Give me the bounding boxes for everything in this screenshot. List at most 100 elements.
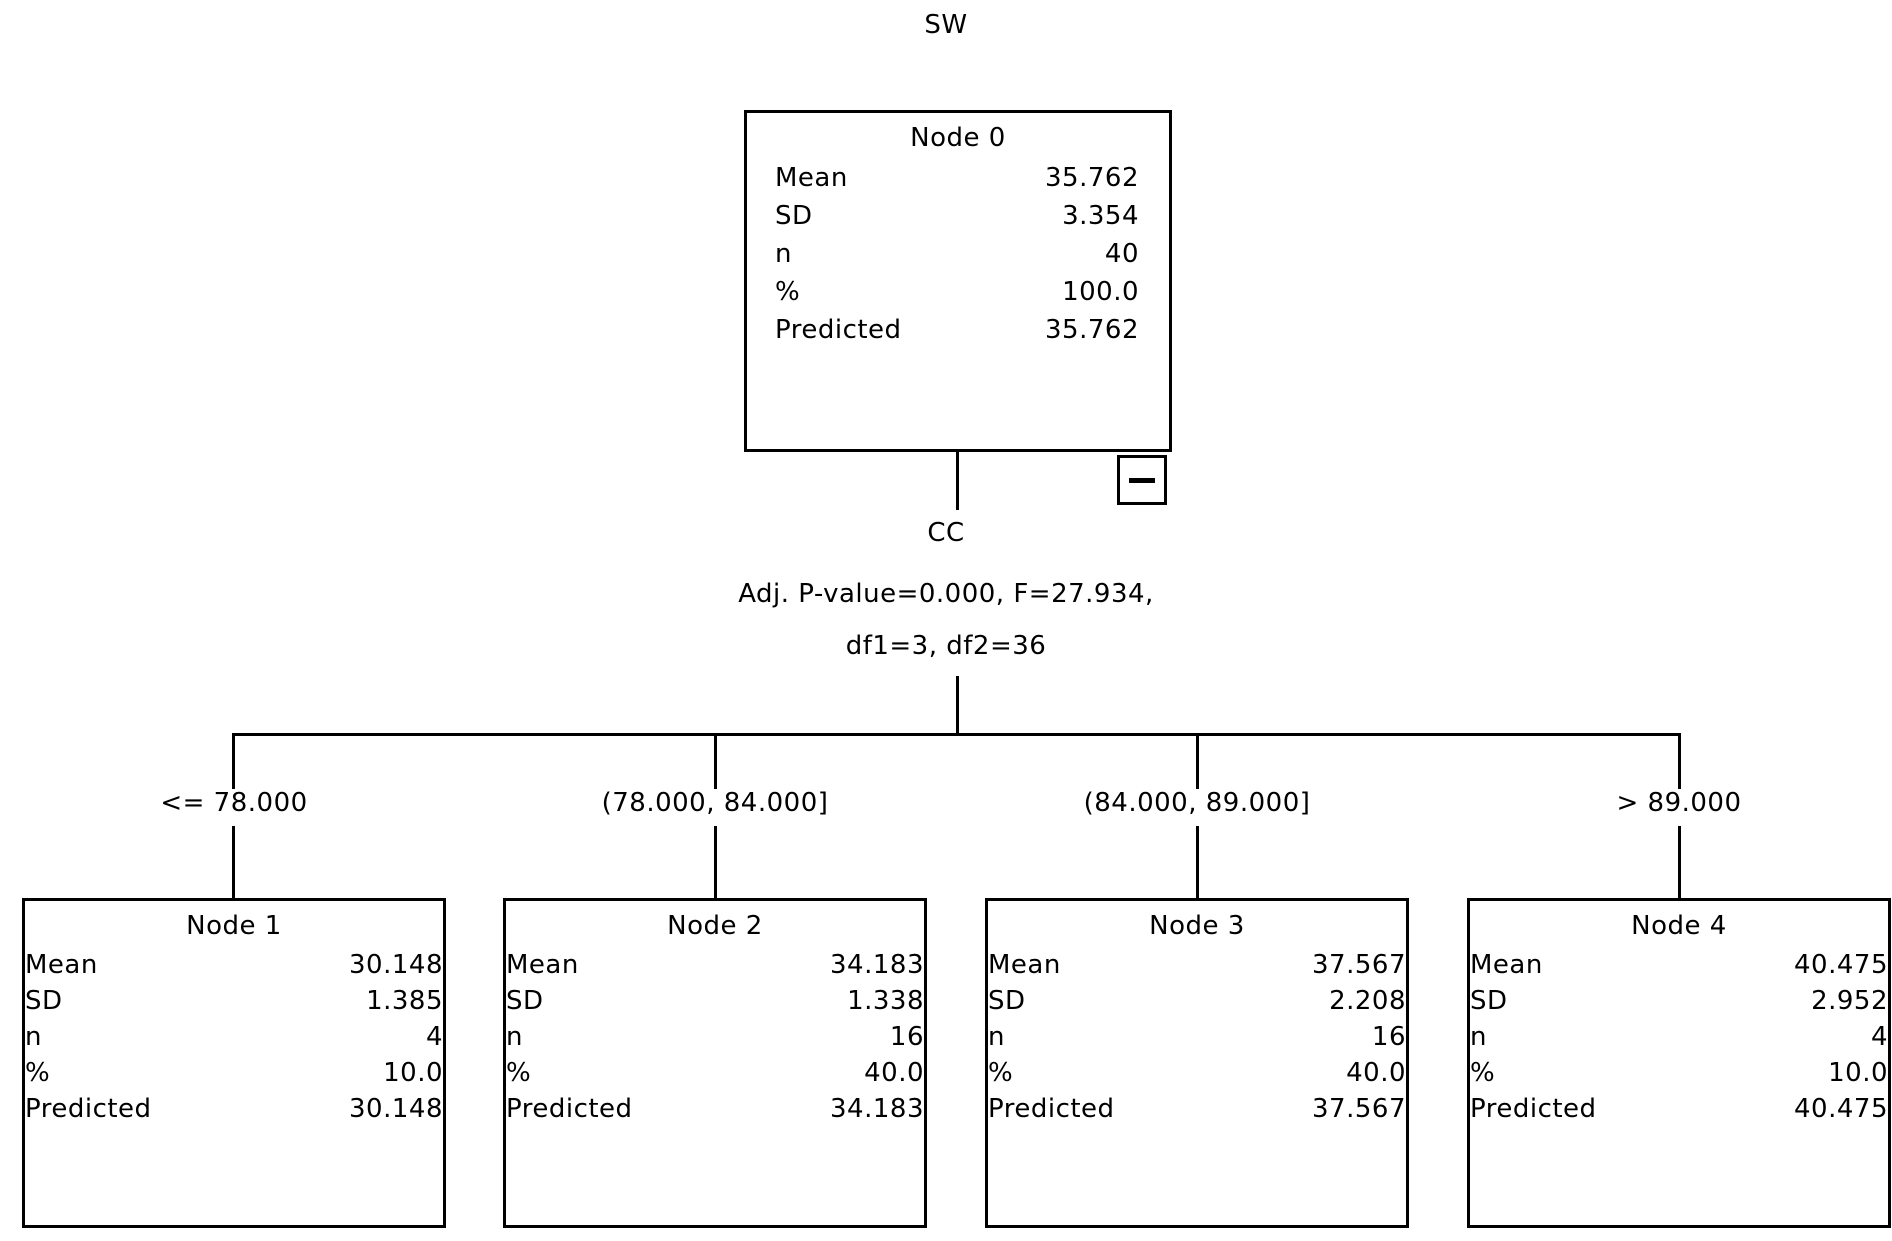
node-2-row-1-value: 1.338 [847,986,924,1016]
node-3-row-0-value: 37.567 [1312,950,1406,980]
connector-split-stub [956,676,959,733]
table-row: % 10.0 [25,1055,443,1091]
table-row: Predicted 34.183 [506,1091,924,1127]
node-4-title: Node 4 [1631,911,1727,941]
table-row: Mean 34.183 [506,947,924,983]
split-statistics-line-1: Adj. P-value=0.000, F=27.934, [738,579,1154,609]
table-row: Mean 30.148 [25,947,443,983]
node-2-row-3-key: % [506,1058,532,1088]
connector-to-node-3 [1196,826,1199,898]
node-0-row-2-key: n [775,239,792,269]
node-3-row-4-value: 37.567 [1312,1094,1406,1124]
table-row: % 10.0 [1470,1055,1888,1091]
table-row: n 4 [1470,1019,1888,1055]
tree-node-3[interactable]: Node 3 Mean 37.567 SD 2.208 n 16 % 40.0 … [985,898,1409,1228]
node-0-row-1-value: 3.354 [1062,201,1139,231]
node-3-row-4-key: Predicted [988,1094,1115,1124]
node-3-stats-table: Mean 37.567 SD 2.208 n 16 % 40.0 Predict… [988,947,1406,1127]
node-0-row-2-value: 40 [1104,239,1139,269]
node-1-row-3-value: 10.0 [383,1058,443,1088]
node-2-stats-table: Mean 34.183 SD 1.338 n 16 % 40.0 Predict… [506,947,924,1127]
tree-node-2[interactable]: Node 2 Mean 34.183 SD 1.338 n 16 % 40.0 … [503,898,927,1228]
node-4-row-3-value: 10.0 [1828,1058,1888,1088]
collapse-node-0-button[interactable] [1117,455,1167,505]
node-1-row-4-value: 30.148 [349,1094,443,1124]
split-statistics-line-2: df1=3, df2=36 [845,631,1047,661]
connector-drop-1 [714,733,717,789]
node-3-row-3-key: % [988,1058,1014,1088]
tree-node-0[interactable]: Node 0 Mean 35.762 SD 3.354 n 40 % 100.0… [744,110,1172,452]
node-2-row-4-key: Predicted [506,1094,633,1124]
table-row: Mean 37.567 [988,947,1406,983]
table-row: SD 2.952 [1470,983,1888,1019]
table-row: SD 2.208 [988,983,1406,1019]
node-1-title: Node 1 [186,911,282,941]
branch-label-1: (78.000, 84.000] [601,788,829,818]
table-row: % 40.0 [988,1055,1406,1091]
node-2-row-0-key: Mean [506,950,579,980]
node-2-row-2-value: 16 [889,1022,924,1052]
branch-label-3: > 89.000 [1616,788,1742,818]
node-1-row-0-key: Mean [25,950,98,980]
node-1-row-3-key: % [25,1058,51,1088]
table-row: Predicted 30.148 [25,1091,443,1127]
node-1-row-4-key: Predicted [25,1094,152,1124]
connector-to-node-1 [232,826,235,898]
connector-horizontal-bus [232,733,1680,736]
table-row: n 4 [25,1019,443,1055]
node-0-row-4-key: Predicted [775,315,902,345]
table-row: n 40 [747,235,1169,273]
tree-title: SW [924,10,968,40]
connector-drop-2 [1196,733,1199,789]
node-0-row-0-value: 35.762 [1045,163,1139,193]
node-1-row-1-value: 1.385 [366,986,443,1016]
node-2-title: Node 2 [667,911,763,941]
connector-drop-0 [232,733,235,789]
table-row: Predicted 40.475 [1470,1091,1888,1127]
node-2-row-3-value: 40.0 [864,1058,924,1088]
node-4-row-0-value: 40.475 [1794,950,1888,980]
node-4-stats-table: Mean 40.475 SD 2.952 n 4 % 10.0 Predicte… [1470,947,1888,1127]
connector-to-node-2 [714,826,717,898]
node-0-row-3-value: 100.0 [1062,277,1139,307]
table-row: Mean 40.475 [1470,947,1888,983]
tree-node-4[interactable]: Node 4 Mean 40.475 SD 2.952 n 4 % 10.0 P… [1467,898,1891,1228]
node-4-row-4-key: Predicted [1470,1094,1597,1124]
minus-icon [1129,478,1155,483]
connector-root-stub [956,452,959,510]
table-row: SD 1.385 [25,983,443,1019]
tree-node-1[interactable]: Node 1 Mean 30.148 SD 1.385 n 4 % 10.0 P… [22,898,446,1228]
node-1-row-2-key: n [25,1022,42,1052]
node-2-row-1-key: SD [506,986,544,1016]
node-4-row-3-key: % [1470,1058,1496,1088]
table-row: SD 3.354 [747,197,1169,235]
node-0-title: Node 0 [910,123,1006,153]
connector-drop-3 [1678,733,1681,789]
table-row: Predicted 35.762 [747,311,1169,349]
connector-to-node-4 [1678,826,1681,898]
node-4-row-0-key: Mean [1470,950,1543,980]
node-3-title: Node 3 [1149,911,1245,941]
node-4-row-2-key: n [1470,1022,1487,1052]
node-1-row-1-key: SD [25,986,63,1016]
node-4-row-1-key: SD [1470,986,1508,1016]
table-row: % 100.0 [747,273,1169,311]
node-0-stats-table: Mean 35.762 SD 3.354 n 40 % 100.0 Predic… [747,159,1169,349]
node-4-row-1-value: 2.952 [1811,986,1888,1016]
branch-label-2: (84.000, 89.000] [1083,788,1311,818]
node-2-row-0-value: 34.183 [830,950,924,980]
node-3-row-2-key: n [988,1022,1005,1052]
table-row: Mean 35.762 [747,159,1169,197]
split-statistics: Adj. P-value=0.000, F=27.934, df1=3, df2… [0,568,1892,672]
node-3-row-1-key: SD [988,986,1026,1016]
node-4-row-4-value: 40.475 [1794,1094,1888,1124]
node-0-row-4-value: 35.762 [1045,315,1139,345]
branch-label-0: <= 78.000 [160,788,308,818]
node-2-row-2-key: n [506,1022,523,1052]
node-3-row-3-value: 40.0 [1346,1058,1406,1088]
node-0-row-0-key: Mean [775,163,848,193]
table-row: % 40.0 [506,1055,924,1091]
table-row: n 16 [988,1019,1406,1055]
table-row: n 16 [506,1019,924,1055]
